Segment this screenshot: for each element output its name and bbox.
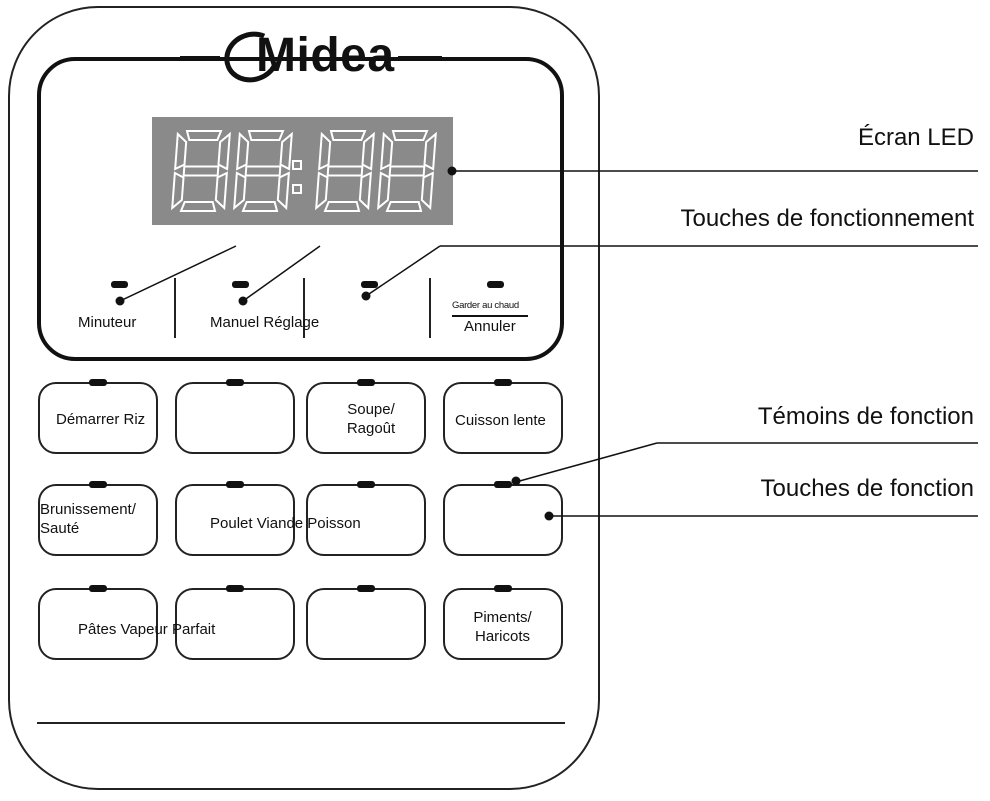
led-segment (329, 130, 367, 141)
callout-operation-keys: Touches de fonctionnement (680, 205, 974, 232)
function-key-label-line: Démarrer Riz (56, 411, 146, 428)
led-colon-dot (292, 184, 302, 194)
led-segment (377, 171, 391, 211)
function-key-label-5: Brunissement/Sauté (40, 500, 136, 538)
function-key-4[interactable] (443, 382, 563, 454)
led-segment (391, 130, 429, 141)
operation-divider-2 (303, 278, 305, 338)
function-key-label-4: Cuisson lente (455, 411, 546, 430)
function-indicator-12 (494, 585, 512, 592)
function-indicator-9 (89, 585, 107, 592)
led-segment (276, 171, 290, 211)
led-segment (174, 131, 188, 171)
led-segment (315, 171, 329, 211)
led-segment (326, 165, 364, 177)
operation-indicator-2 (232, 281, 249, 288)
led-segment (241, 201, 279, 212)
function-indicator-6 (226, 481, 244, 488)
led-segment (279, 131, 293, 171)
led-screen: 88:88 (152, 117, 453, 225)
function-key-2[interactable] (175, 382, 295, 454)
led-segment (236, 131, 250, 171)
led-segment (179, 201, 217, 212)
led-segment (185, 130, 223, 141)
led-segment (361, 131, 375, 171)
function-key-label-line: Poulet Viande Poisson (210, 515, 361, 532)
operation-indicator-3 (361, 281, 378, 288)
function-key-9[interactable] (38, 588, 158, 660)
function-indicator-1 (89, 379, 107, 386)
function-key-11[interactable] (306, 588, 426, 660)
function-key-10[interactable] (175, 588, 295, 660)
led-segment (385, 201, 423, 212)
operation-indicator-4 (487, 281, 504, 288)
function-key-label-9: Pâtes Vapeur Parfait (78, 620, 215, 639)
function-indicator-5 (89, 481, 107, 488)
callout-function-keys: Touches de fonction (760, 475, 974, 502)
operation-divider-1 (174, 278, 176, 338)
operation-key-minuteur[interactable]: Minuteur (78, 314, 137, 331)
led-segment (247, 130, 285, 141)
device-body (8, 6, 600, 790)
led-segment (380, 131, 394, 171)
led-segment (358, 171, 372, 211)
operation-key-manuel-reglage[interactable]: Manuel Réglage (210, 314, 320, 331)
function-key-label-3: Soupe/Ragoût (336, 400, 406, 438)
led-colon-dot (292, 160, 302, 170)
operation-key-annuler[interactable]: Annuler (464, 318, 516, 335)
led-segment (182, 165, 220, 177)
function-key-label-line: Cuisson lente (455, 412, 546, 429)
led-segment (217, 131, 231, 171)
led-segment (423, 131, 437, 171)
function-key-label-line: Brunissement/ (40, 501, 136, 518)
function-key-label-line: Pâtes Vapeur Parfait (78, 621, 216, 638)
function-key-label-6: Poulet Viande Poisson (210, 514, 361, 533)
function-indicator-3 (357, 379, 375, 386)
led-segment (420, 171, 434, 211)
callout-function-indicators: Témoins de fonction (757, 403, 974, 430)
function-indicator-11 (357, 585, 375, 592)
led-segment (318, 131, 332, 171)
callout-led-screen: Écran LED (857, 124, 974, 151)
display-panel (37, 57, 564, 361)
garder-annuler-separator (452, 315, 528, 317)
led-segment (214, 171, 228, 211)
function-indicator-2 (226, 379, 244, 386)
function-key-label-line: Piments/ (473, 609, 532, 626)
brand-name: Midea (256, 29, 395, 82)
function-key-label-line: Sauté (40, 520, 80, 537)
function-key-5[interactable] (38, 484, 158, 556)
led-segment (244, 165, 282, 177)
operation-key-garder-au-chaud[interactable]: Garder au chaud (452, 300, 519, 311)
function-indicator-7 (357, 481, 375, 488)
led-segment (171, 171, 185, 211)
operation-indicator-1 (111, 281, 128, 288)
led-segment (233, 171, 247, 211)
led-segment (388, 165, 426, 177)
brand-logo: Midea (217, 23, 395, 91)
led-digits (171, 130, 437, 212)
function-key-6[interactable] (175, 484, 295, 556)
function-key-label-12: Piments/Haricots (465, 608, 540, 646)
function-indicator-10 (226, 585, 244, 592)
function-key-label-line: Soupe/ (347, 401, 395, 418)
function-key-label-line: Ragoût (346, 420, 396, 437)
function-key-8[interactable] (443, 484, 563, 556)
operation-divider-3 (429, 278, 431, 338)
led-segment (323, 201, 361, 212)
function-key-3[interactable] (306, 382, 426, 454)
panel-bottom-line (37, 722, 565, 724)
function-indicator-4 (494, 379, 512, 386)
function-key-label-line: Haricots (474, 628, 530, 645)
function-indicator-8 (494, 481, 512, 488)
function-key-label-1: Démarrer Riz (56, 410, 145, 429)
